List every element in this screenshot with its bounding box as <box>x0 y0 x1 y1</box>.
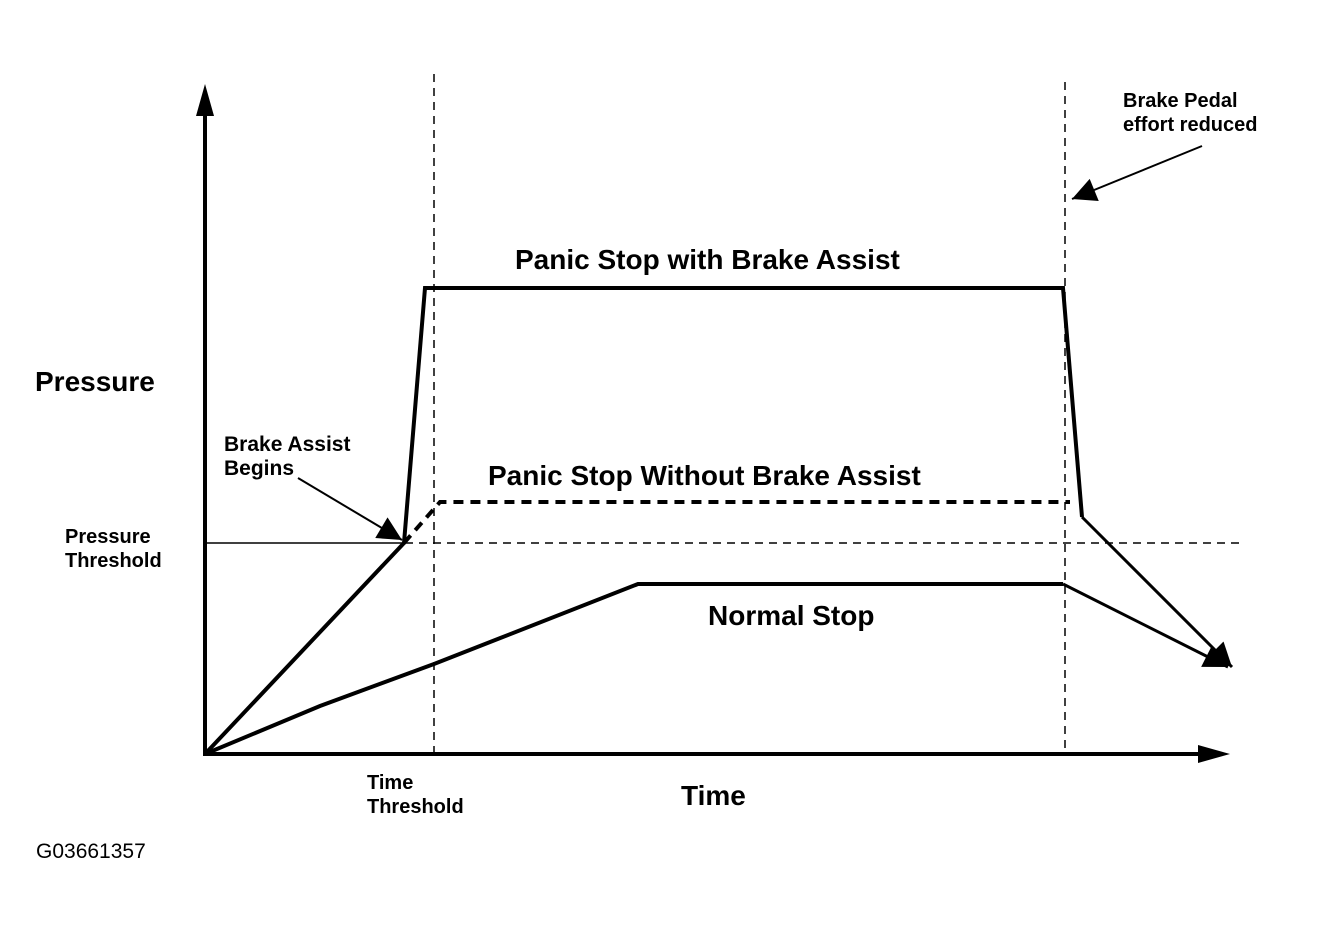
normal-stop-release-arrow <box>1062 582 1229 669</box>
curve-with-brake-assist <box>203 286 1084 756</box>
pedal-effort-line1: Brake Pedal <box>1123 90 1238 112</box>
y-axis-arrowhead <box>196 84 214 116</box>
with-brake-assist-label: Panic Stop with Brake Assist <box>515 244 900 275</box>
brake-assist-begins-line1: Brake Assist <box>224 433 350 456</box>
pressure-threshold-label-line1: Pressure <box>65 526 151 548</box>
y-axis-label: Pressure <box>35 366 155 397</box>
x-axis-label: Time <box>681 780 746 811</box>
without-brake-assist-label: Panic Stop Without Brake Assist <box>488 460 921 491</box>
x-axis-arrowhead <box>1198 745 1230 763</box>
with-assist-release-arrow <box>1080 515 1234 669</box>
pedal-effort-line2: effort reduced <box>1123 114 1257 136</box>
curve-normal-stop <box>204 582 1063 756</box>
brake-assist-begins-line2: Begins <box>224 457 294 480</box>
pressure-threshold-label-line2: Threshold <box>65 550 162 572</box>
pedal-pointer-arrow <box>1071 145 1203 202</box>
curve-without-brake-assist <box>402 500 1070 545</box>
brake-assist-pointer-arrow <box>297 477 403 541</box>
normal-stop-label: Normal Stop <box>708 600 874 631</box>
time-threshold-label-line2: Threshold <box>367 796 464 818</box>
figure-id: G03661357 <box>36 840 146 863</box>
time-threshold-label-line1: Time <box>367 772 413 794</box>
